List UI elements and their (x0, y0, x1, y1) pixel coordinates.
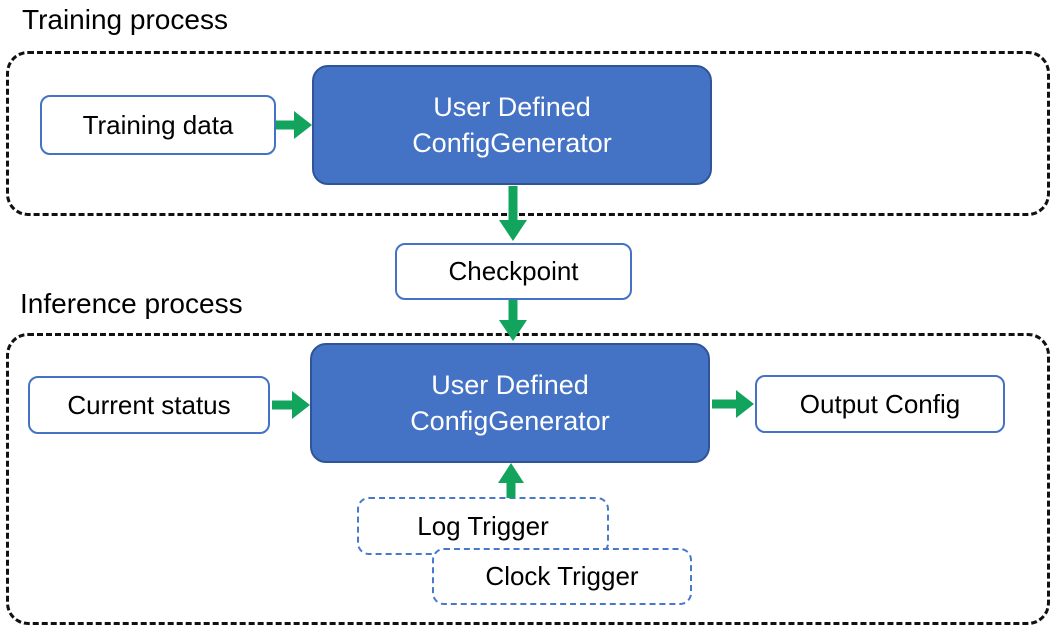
arrow-current-status-to-generator (272, 391, 310, 419)
arrow-checkpoint-to-inference-generator (499, 300, 527, 341)
arrow-generator-to-output-config (712, 390, 754, 418)
inference-config-generator-box: User Defined ConfigGenerator (310, 343, 710, 463)
checkpoint-box: Checkpoint (395, 243, 632, 300)
inference-config-generator-line2: ConfigGenerator (410, 406, 610, 436)
training-process-label: Training process (22, 4, 228, 35)
inference-config-generator-line1: User Defined (431, 370, 589, 400)
output-config-box: Output Config (755, 375, 1005, 433)
inference-process-label: Inference process (20, 288, 243, 319)
training-process-container (6, 51, 1050, 216)
current-status-box: Current status (28, 376, 270, 434)
clock-trigger-box: Clock Trigger (432, 548, 692, 605)
training-config-generator-line1: User Defined (433, 92, 591, 122)
training-config-generator-line2: ConfigGenerator (412, 128, 612, 158)
log-trigger-box: Log Trigger (357, 497, 609, 555)
training-config-generator-box: User Defined ConfigGenerator (312, 65, 712, 185)
arrow-triggers-to-generator (498, 463, 524, 498)
inference-process-container (6, 333, 1050, 625)
arrow-generator-to-checkpoint (499, 186, 527, 241)
training-data-box: Training data (40, 95, 276, 155)
arrow-training-data-to-generator (276, 111, 312, 139)
